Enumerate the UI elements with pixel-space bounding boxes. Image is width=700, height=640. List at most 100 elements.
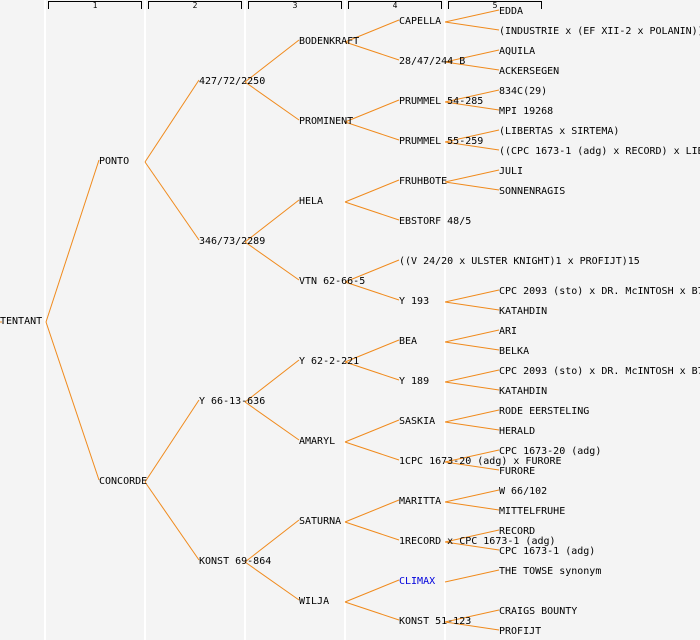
connector-line [244,561,300,601]
connector-line [444,289,500,303]
connector-line [344,361,400,381]
ancestor-node: THE TOWSE synonym [499,566,602,577]
ancestor-node: PRUMMEL 54-285 [399,96,484,107]
connector-line [444,49,500,63]
ancestor-node: KATAHDIN [499,306,548,317]
ancestor-node: PRUMMEL 55-259 [399,136,484,147]
connector-line [344,99,400,123]
ancestor-node: MITTELFRUHE [499,506,566,517]
ancestor-node: CPC 2093 (sto) x DR. McINTOSH x B7 [499,286,700,297]
ancestor-node[interactable]: CLIMAX [399,576,436,587]
connector-line [344,179,400,203]
ancestor-node: HERALD [499,426,536,437]
connector-line [444,89,500,103]
connector-line [444,381,500,391]
ancestor-node: SATURNA [299,516,342,527]
ancestor-node: CPC 2093 (sto) x DR. McINTOSH x B7 [499,366,700,377]
connector-line [344,41,400,61]
connector-line [444,129,500,143]
ancestor-node: ((CPC 1673-1 (adg) x RECORD) x LIBERTAS) [499,146,700,157]
ancestor-node: RODE EERSTELING [499,406,590,417]
connector-line [444,101,500,111]
ancestor-node: KATAHDIN [499,386,548,397]
ancestor-node: PONTO [99,156,130,167]
ancestor-node: 1RECORD x CPC 1673-1 (adg) [399,536,556,547]
ancestor-node: 1CPC 1673-20 (adg) x FURORE [399,456,562,467]
connector-line [444,61,500,71]
ancestor-node: FURORE [499,466,536,477]
column-header-5: 5 [492,1,498,10]
connector-line [444,181,500,191]
ancestor-node: (INDUSTRIE x (EF XII-2 x POLANIN)) [499,26,700,37]
connector-line [244,401,300,441]
connector-line [444,409,500,423]
connector-line [444,421,500,431]
ancestor-node: SONNENRAGIS [499,186,566,197]
connector-line [444,529,500,543]
connector-line [444,461,500,471]
connector-line [444,449,500,463]
ancestor-node: MPI 19268 [499,106,554,117]
connector-line [444,301,500,311]
ancestor-node: Y 66-13-636 [199,396,266,407]
column-separator [144,0,146,640]
connector-line [444,21,500,31]
ancestor-node: VTN 62-66-5 [299,276,366,287]
column-separator [244,0,246,640]
ancestor-node: EBSTORF 48/5 [399,216,472,227]
connector-line [144,399,200,483]
ancestor-node: EDDA [499,6,524,17]
connector-line [444,369,500,383]
column-header-4: 4 [392,1,398,10]
ancestor-node: JULI [499,166,524,177]
ancestor-node: BODENKRAFT [299,36,360,47]
ancestor-node: CPC 1673-20 (adg) [499,446,602,457]
column-header-bracket [148,1,242,9]
connector-line [344,499,400,523]
ancestor-node: CRAIGS BOUNTY [499,606,578,617]
connector-line [144,161,200,241]
column-separator [344,0,346,640]
column-header-bracket [448,1,542,9]
connector-line [344,339,400,363]
connector-line [444,341,500,351]
connector-line [344,19,400,43]
ancestor-node: BELKA [499,346,530,357]
connector-line [444,9,500,23]
connector-line [444,329,500,343]
column-header-2: 2 [192,1,198,10]
column-header-bracket [48,1,142,9]
connector-line [444,489,500,503]
column-separator [444,0,446,640]
connector-line [344,579,400,603]
connector-line [144,481,200,561]
root-node: TENTANT [0,316,43,327]
ancestor-node: Y 189 [399,376,430,387]
ancestor-node: PROMINENT [299,116,354,127]
column-separator [44,0,46,640]
connector-line [144,79,200,163]
ancestor-node: 427/72/2250 [199,76,266,87]
ancestor-node: (LIBERTAS x SIRTEMA) [499,126,620,137]
connector-line [444,621,500,631]
connector-line [344,441,400,461]
connector-line [244,241,300,281]
ancestor-node: 346/73/2289 [199,236,266,247]
column-header-1: 1 [92,1,98,10]
ancestor-node: W 66/102 [499,486,548,497]
ancestor-node: CONCORDE [99,476,148,487]
ancestor-node: Y 62-2-221 [299,356,360,367]
ancestor-node: AMARYL [299,436,336,447]
ancestor-node: FRUHBOTE [399,176,448,187]
ancestor-node: BEA [399,336,418,347]
ancestor-node: ARI [499,326,518,337]
ancestor-node: RECORD [499,526,536,537]
connector-line [444,541,500,551]
ancestor-node: CAPELLA [399,16,442,27]
ancestor-node: 28/47/244 B [399,56,466,67]
connector-line [444,141,500,151]
connector-line [344,201,400,221]
ancestor-node: CPC 1673-1 (adg) [499,546,596,557]
connector-line [244,359,300,403]
